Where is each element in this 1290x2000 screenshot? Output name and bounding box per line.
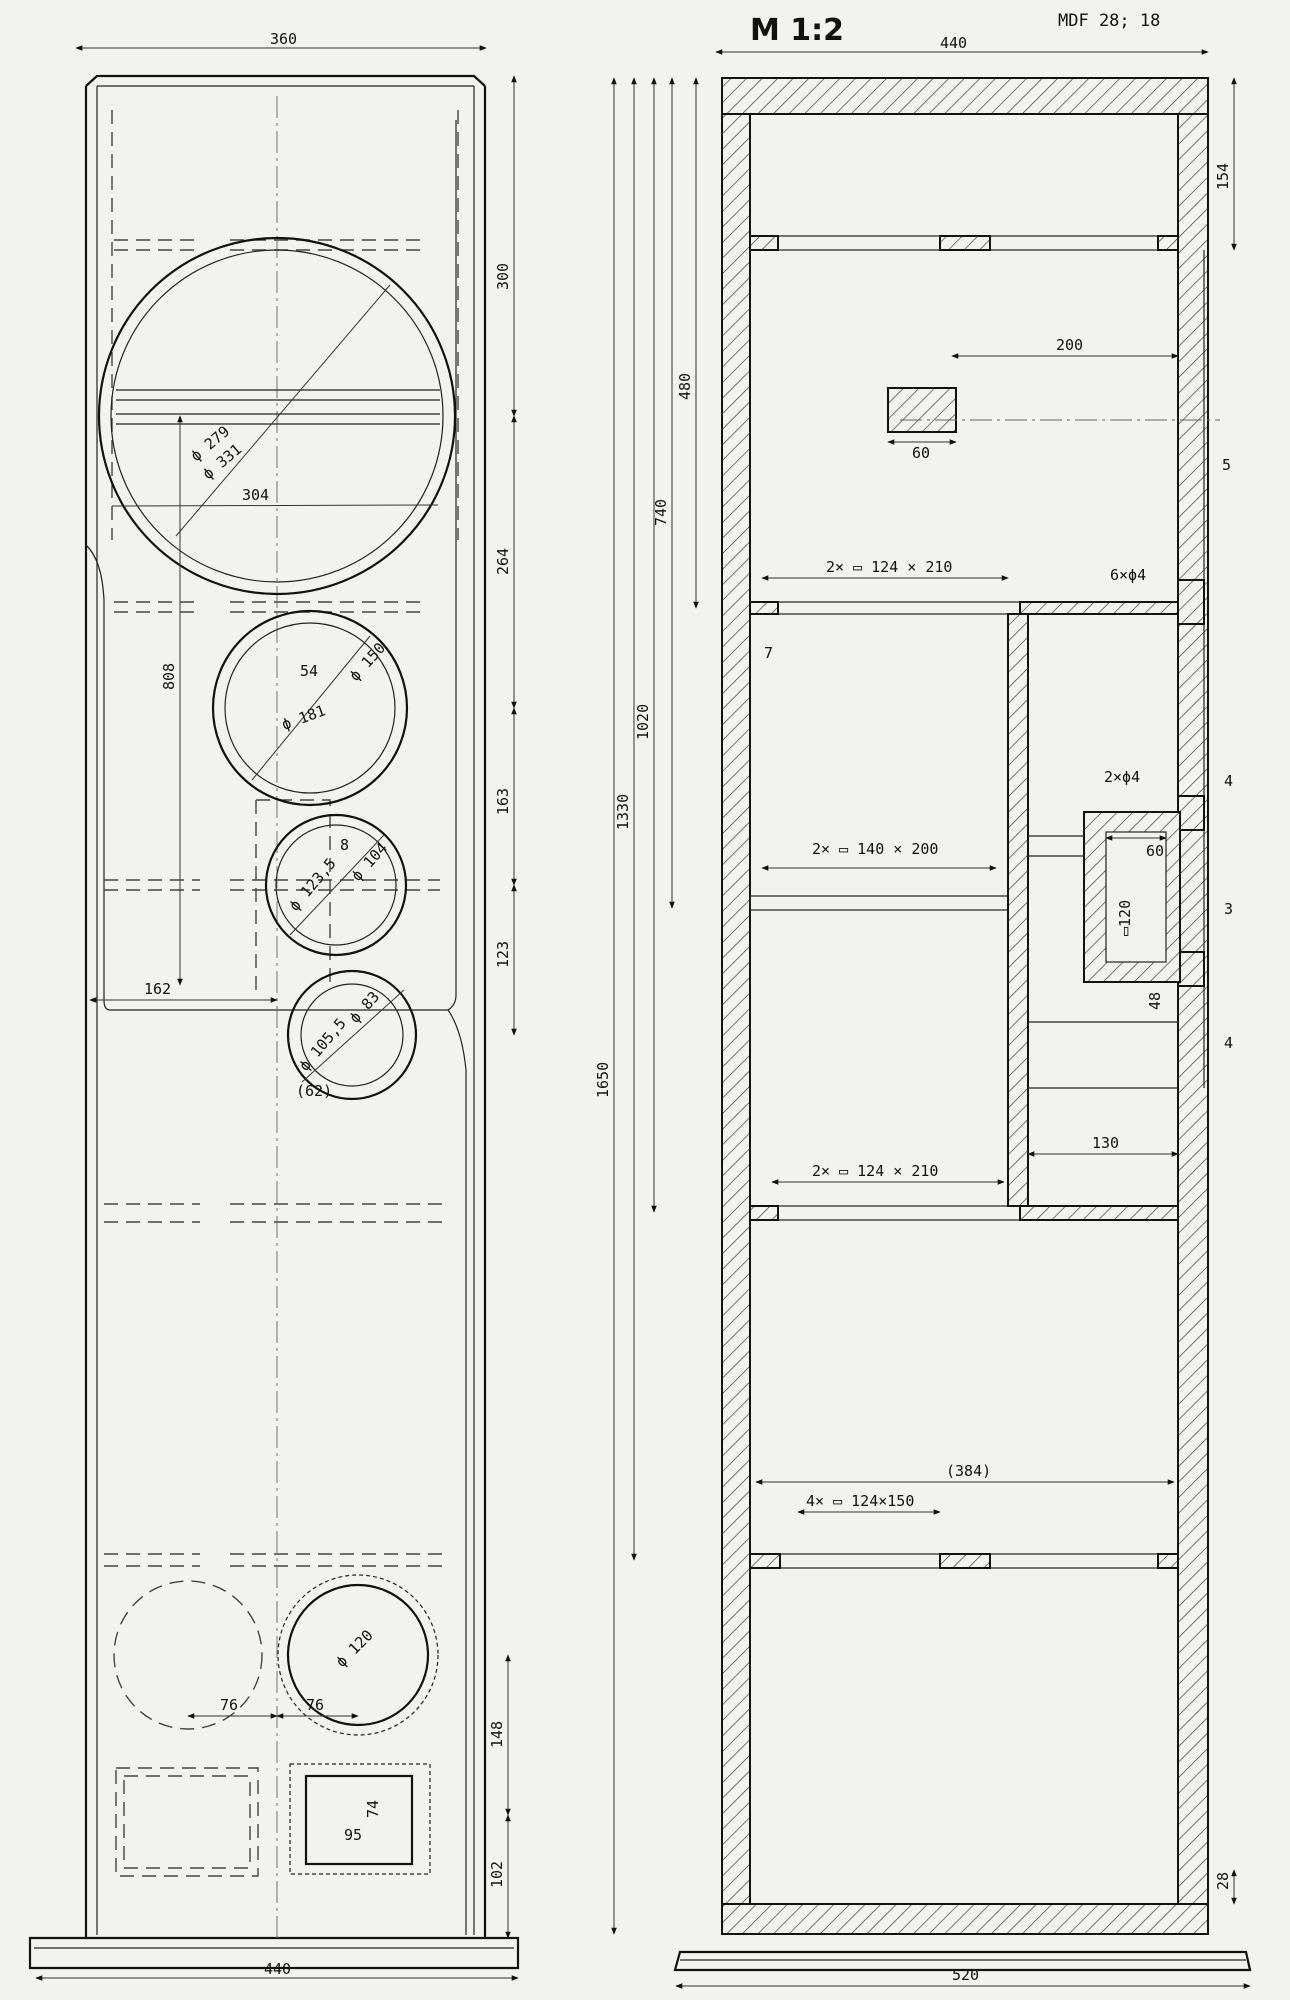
side-dim-1650: 1650 (594, 1062, 612, 1098)
side-section-view: 440 520 154 200 60 5 480 740 1020 1330 1… (594, 34, 1252, 1989)
front-dim-123: 123 (494, 941, 512, 968)
brace-label-1: 2× ▭ 124 × 210 (826, 558, 952, 576)
side-dim-1020: 1020 (634, 704, 652, 740)
front-top-width: 360 (270, 30, 297, 48)
side-dim-3: 3 (1224, 900, 1233, 918)
side-dim-154: 154 (1214, 163, 1232, 190)
brace-holes-a: 6×ϕ4 (1110, 566, 1146, 584)
side-dim-1330: 1330 (614, 794, 632, 830)
top-plate (721, 77, 1209, 115)
side-dim-384: (384) (946, 1462, 991, 1480)
side-dim-4b: 4 (1224, 1034, 1233, 1052)
mid2-outer-dia: ϕ 123,5 (285, 855, 339, 915)
back-wall (721, 113, 751, 1935)
side-dim-60b: 60 (1146, 842, 1164, 860)
bottom-plate (721, 1903, 1209, 1935)
side-dim-7: 7 (764, 644, 773, 662)
side-dim-120: ▭120 (1116, 900, 1134, 936)
front-dim-102: 102 (488, 1861, 506, 1888)
tweeter-outer-dia: ϕ 105,5 (295, 1015, 349, 1075)
side-top-width: 440 (940, 34, 967, 52)
side-dim-4a: 4 (1224, 772, 1233, 790)
front-dim-304: 304 (242, 486, 269, 504)
front-dim-162: 162 (144, 980, 171, 998)
front-dim-54: 54 (300, 662, 318, 680)
tweeter-inner-dia: ϕ 83 (346, 988, 384, 1027)
mid2-inner-dia: ϕ 104 (348, 839, 392, 885)
brace-holes-b: 2×ϕ4 (1104, 768, 1140, 786)
side-dim-200: 200 (1056, 336, 1083, 354)
side-dim-48: 48 (1146, 992, 1164, 1010)
material-label: MDF 28; 18 (1058, 11, 1160, 31)
side-base-width: 520 (952, 1966, 979, 1984)
front-dim-62: (62) (296, 1082, 332, 1100)
front-dim-300: 300 (494, 263, 512, 290)
front-dim-95: 95 (344, 1826, 362, 1844)
mid-outer-dia: ϕ 181 (279, 701, 328, 733)
side-dim-740: 740 (652, 499, 670, 526)
front-dim-163: 163 (494, 788, 512, 815)
brace-label-3: 2× ▭ 124 × 210 (812, 1162, 938, 1180)
front-view: 360 440 300 264 163 123 808 162 148 102 … (28, 30, 520, 1981)
front-dim-148: 148 (488, 1721, 506, 1748)
side-dim-28: 28 (1214, 1872, 1232, 1890)
front-dim-76a: 76 (220, 1696, 238, 1714)
front-dim-264: 264 (494, 548, 512, 575)
brace-label-4: 4× ▭ 124×150 (806, 1492, 914, 1510)
side-dim-130: 130 (1092, 1134, 1119, 1152)
side-dim-480: 480 (676, 373, 694, 400)
front-baffle (1177, 113, 1209, 1935)
port-dia: ϕ 120 (332, 1626, 377, 1671)
front-base-width: 440 (264, 1960, 291, 1978)
side-dim-60a: 60 (912, 444, 930, 462)
front-dim-8: 8 (340, 836, 349, 854)
brace-label-2: 2× ▭ 140 × 200 (812, 840, 938, 858)
front-dim-808: 808 (160, 663, 178, 690)
scale-label: M 1:2 (750, 13, 844, 48)
front-dim-76b: 76 (306, 1696, 324, 1714)
side-dim-5: 5 (1222, 456, 1231, 474)
front-dim-74: 74 (364, 1800, 382, 1818)
